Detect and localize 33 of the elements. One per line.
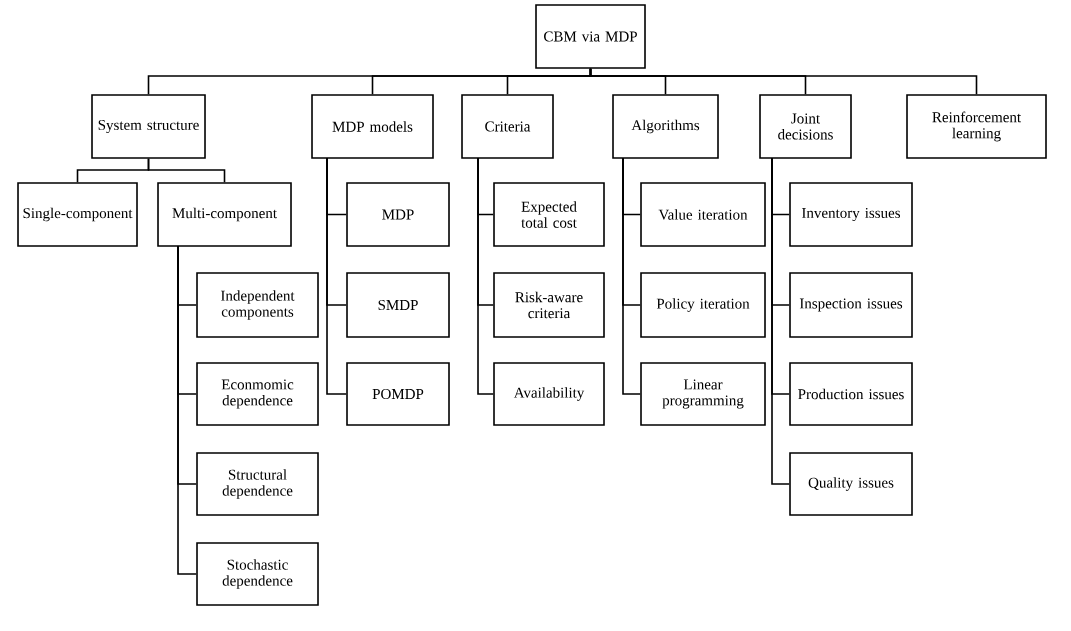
category-box: MDP models: [311, 94, 434, 159]
category-box: Reinforcement learning: [906, 94, 1047, 159]
category-box: Expected total cost: [493, 182, 605, 247]
category-box: MDP: [346, 182, 450, 247]
category-box: Single-component: [17, 182, 138, 247]
category-box: SMDP: [346, 272, 450, 338]
category-box: Multi-component: [157, 182, 292, 247]
category-box: CBM via MDP: [535, 4, 646, 69]
connector-line: [771, 157, 790, 485]
category-box: Quality issues: [789, 452, 913, 516]
category-box: Availability: [493, 362, 605, 426]
category-box: POMDP: [346, 362, 450, 426]
connector-line: [147, 158, 226, 183]
connector-line: [589, 68, 978, 95]
category-box: Stochastic dependence: [196, 542, 319, 606]
category-box: Risk-aware criteria: [493, 272, 605, 338]
category-box: Policy iteration: [640, 272, 766, 338]
category-box: Econmomic dependence: [196, 362, 319, 426]
connector-line: [622, 157, 641, 395]
category-box: Value iteration: [640, 182, 766, 247]
category-box: System structure: [91, 94, 206, 159]
category-box: Criteria: [461, 94, 554, 159]
category-box: Inventory issues: [789, 182, 913, 247]
category-box: Inspection issues: [789, 272, 913, 338]
category-box: Joint decisions: [759, 94, 852, 159]
connector-line: [477, 157, 494, 395]
category-box: Production issues: [789, 362, 913, 426]
connector-line: [177, 245, 197, 575]
category-box: Linear programming: [640, 362, 766, 426]
category-box: Algorithms: [612, 94, 719, 159]
category-box: Independent components: [196, 272, 319, 338]
category-box: Structural dependence: [196, 452, 319, 516]
connector-line: [326, 157, 347, 395]
